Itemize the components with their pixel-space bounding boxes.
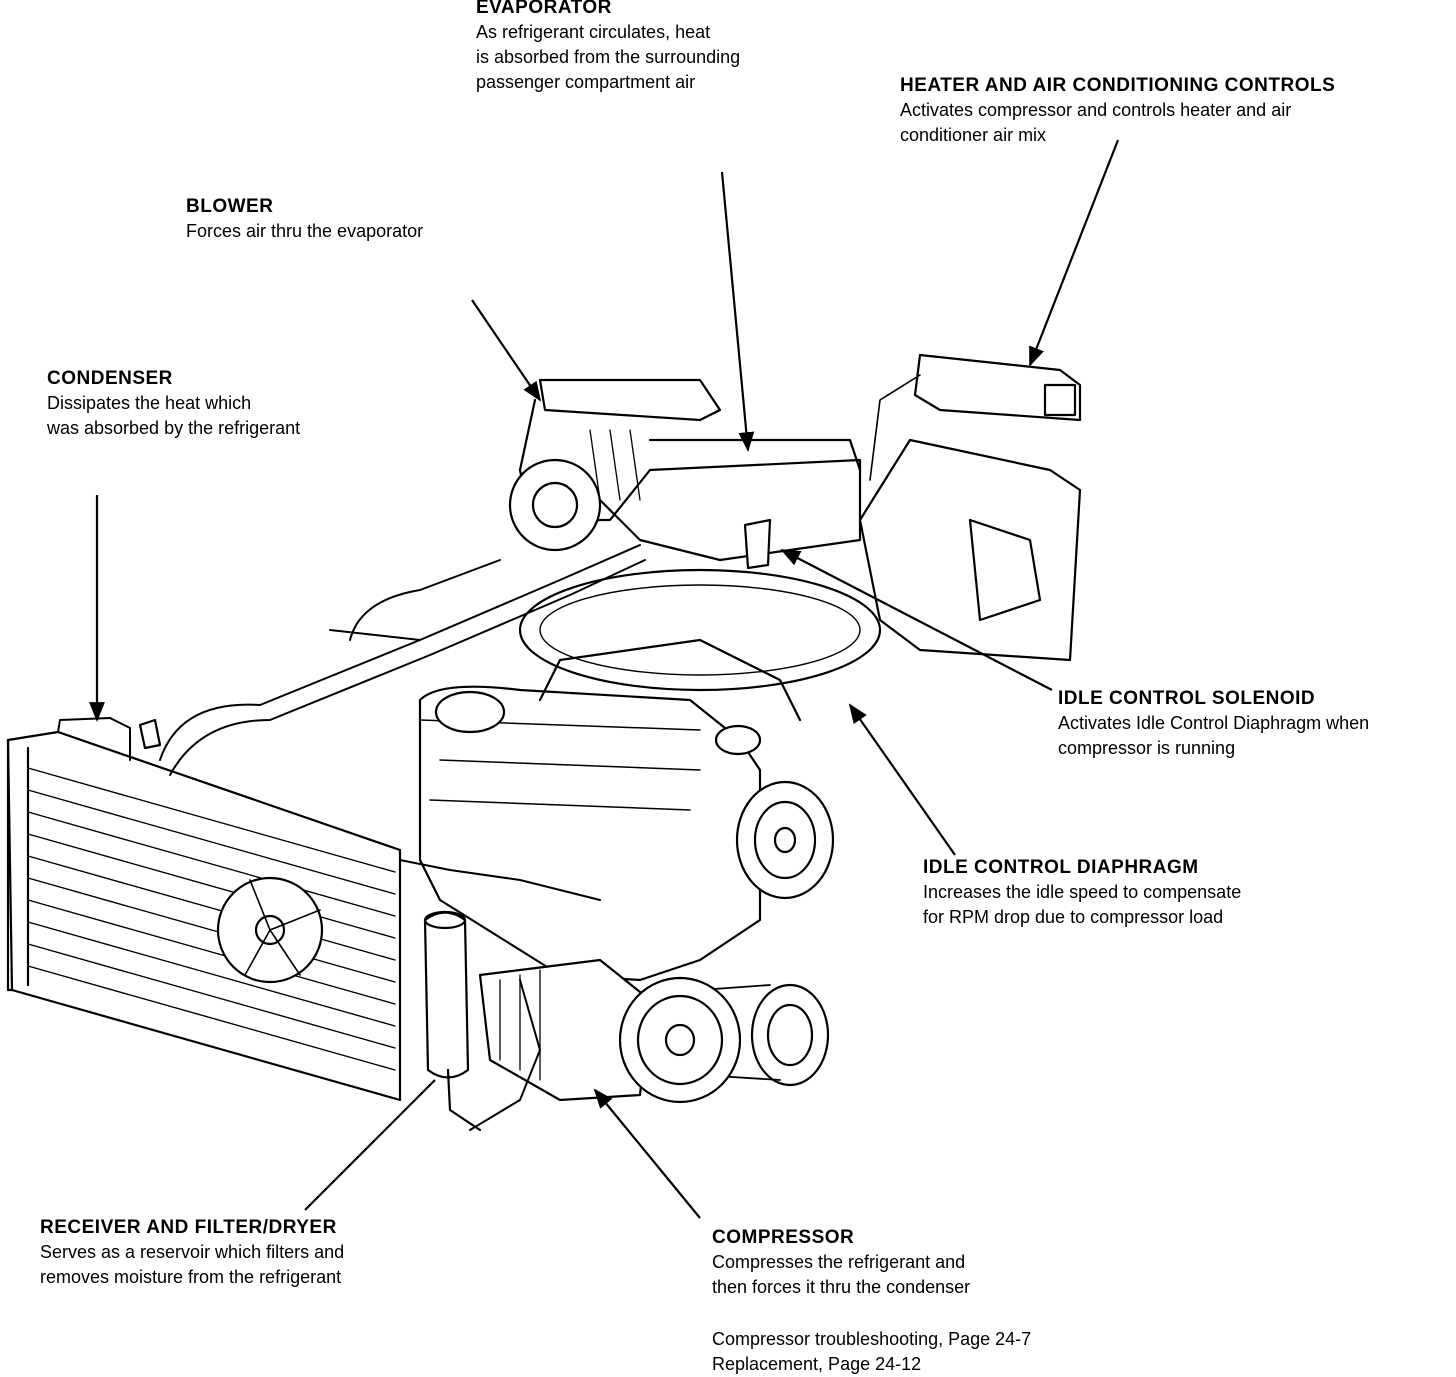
compressor-desc-1: Compresses the refrigerant and xyxy=(712,1252,966,1272)
controls-title: HEATER AND AIR CONDITIONING CONTROLS xyxy=(900,75,1336,96)
idle-diaphragm-title: IDLE CONTROL DIAPHRAGM xyxy=(923,857,1199,878)
evaporator-desc-2: is absorbed from the surrounding xyxy=(476,47,741,67)
evaporator-title: EVAPORATOR xyxy=(476,0,612,18)
leader-blower xyxy=(471,299,542,402)
leader-receiver xyxy=(304,1079,436,1211)
refrigerant-hoses xyxy=(159,544,646,1131)
compressor-desc-2: then forces it thru the condenser xyxy=(712,1277,971,1297)
idle-solenoid-title: IDLE CONTROL SOLENOID xyxy=(1058,688,1316,709)
leader-evaporator xyxy=(720,171,755,452)
leader-idle-solenoid xyxy=(780,549,1053,691)
compressor-label: COMPRESSOR Compresses the refrigerant an… xyxy=(712,1226,970,1300)
controls-desc-2: conditioner air mix xyxy=(900,125,1047,145)
receiver-label: RECEIVER AND FILTER/DRYER Serves as a re… xyxy=(40,1216,344,1290)
condenser-desc-1: Dissipates the heat which xyxy=(47,393,252,413)
blower-label: BLOWER Forces air thru the evaporator xyxy=(186,195,423,244)
leader-idle-diaphragm xyxy=(848,703,956,856)
receiver-title: RECEIVER AND FILTER/DRYER xyxy=(40,1217,337,1238)
engine-illustration xyxy=(418,568,882,1087)
evaporator-desc-1: As refrigerant circulates, heat xyxy=(476,22,711,42)
evaporator-label: EVAPORATOR As refrigerant circulates, he… xyxy=(476,0,740,95)
controls-desc-1: Activates compressor and controls heater… xyxy=(900,100,1292,120)
evaporator-desc-3: passenger compartment air xyxy=(476,72,696,92)
blower-title: BLOWER xyxy=(186,196,274,217)
controls-illustration xyxy=(869,353,1082,481)
condenser-title: CONDENSER xyxy=(47,368,173,389)
idle-diaphragm-desc-1: Increases the idle speed to compensate xyxy=(923,882,1242,902)
idle-solenoid-illustration xyxy=(743,518,772,570)
idle-solenoid-desc-1: Activates Idle Control Diaphragm when xyxy=(1058,713,1370,733)
receiver-desc-1: Serves as a reservoir which filters and xyxy=(40,1242,345,1262)
reference-troubleshooting: Compressor troubleshooting, Page 24-7 xyxy=(712,1329,1032,1349)
leader-compressor xyxy=(593,1088,701,1219)
page-references: Compressor troubleshooting, Page 24-7 Re… xyxy=(712,1327,1031,1377)
compressor-title: COMPRESSOR xyxy=(712,1227,855,1248)
compressor-illustration xyxy=(478,958,742,1104)
evaporator-illustration xyxy=(508,378,1082,662)
blower-desc-1: Forces air thru the evaporator xyxy=(186,221,424,241)
idle-diaphragm-label: IDLE CONTROL DIAPHRAGM Increases the idl… xyxy=(923,856,1241,930)
controls-label: HEATER AND AIR CONDITIONING CONTROLS Act… xyxy=(900,74,1335,148)
idle-diaphragm-desc-2: for RPM drop due to compressor load xyxy=(923,907,1224,927)
idle-solenoid-desc-2: compressor is running xyxy=(1058,738,1236,758)
condenser-desc-2: was absorbed by the refrigerant xyxy=(47,418,301,438)
condenser-illustration xyxy=(6,717,402,1102)
leader-controls xyxy=(1028,139,1120,367)
receiver-illustration xyxy=(423,910,482,1132)
condenser-label: CONDENSER Dissipates the heat which was … xyxy=(47,367,300,441)
receiver-desc-2: removes moisture from the refrigerant xyxy=(40,1267,342,1287)
idle-solenoid-label: IDLE CONTROL SOLENOID Activates Idle Con… xyxy=(1058,687,1369,761)
reference-replacement: Replacement, Page 24-12 xyxy=(712,1354,922,1374)
